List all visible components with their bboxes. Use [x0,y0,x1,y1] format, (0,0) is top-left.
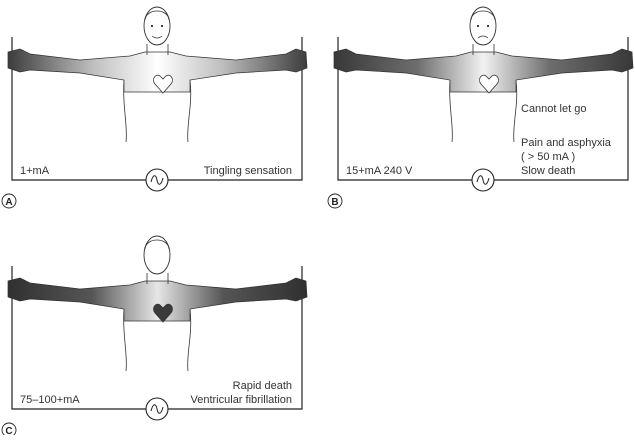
sine-wave [150,175,164,185]
hair-line [144,239,170,250]
arms-and-chest [7,277,308,322]
head [143,235,171,275]
panel-letter: C [5,426,12,435]
effect-label: Cannot let go [521,103,586,115]
eye [151,25,153,27]
effect-label: ( > 50 mA ) [521,151,575,163]
effect-label: Tingling sensation [204,165,292,177]
hair-line [144,10,170,21]
neck [146,44,169,55]
heart-icon [479,74,499,94]
effect-label: Slow death [521,165,575,177]
arms-and-chest [7,48,308,93]
panel-letter-badge [327,193,343,209]
circuit-wire [337,37,629,181]
head [469,6,497,46]
circuit-wire [11,266,303,410]
panel-b: 15+mA 240 V Cannot let go Pain and asphyxi… [327,6,634,209]
neck [472,44,495,55]
hair-line [470,10,496,21]
panel-letter-badge [1,193,17,209]
neck [146,273,169,284]
eye [487,25,489,27]
mouth [151,35,163,39]
eye [161,25,163,27]
effect-label: Ventricular fibrillation [191,394,293,406]
current-label: 75–100+mA [20,394,80,406]
sine-wave [150,404,164,414]
arms-and-chest [333,48,634,93]
panel-letter: A [5,197,12,208]
effect-label: Pain and asphyxia [521,137,612,149]
eye [477,25,479,27]
head [143,6,171,46]
current-label: 1+mA [20,165,50,177]
current-label: 15+mA 240 V [346,165,413,177]
sine-wave [476,175,490,185]
heart-icon [153,74,173,94]
panel-letter: B [331,197,338,208]
heart-icon [153,303,173,323]
circuit-wire [11,37,303,181]
effect-label: Rapid death [233,380,292,392]
mouth [477,35,489,39]
